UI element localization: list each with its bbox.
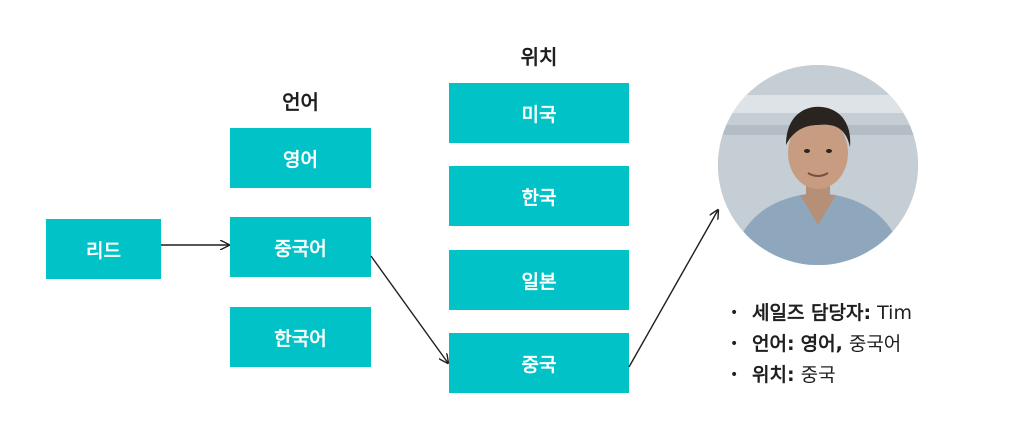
detail-language-value: 중국어 [848, 333, 902, 355]
detail-location-value: 중국 [800, 364, 836, 386]
arrow-china-to-rep [628, 210, 718, 368]
arrow-chinese-to-china [370, 255, 448, 363]
detail-language-value-bold: 영어, [800, 333, 843, 355]
bullet-dot-icon: • [730, 305, 739, 321]
detail-language-label: 언어: [752, 333, 795, 355]
lead-label: 리드 [86, 239, 121, 262]
language-box-korean: 한국어 [230, 307, 371, 367]
detail-location: • 위치: 중국 [730, 360, 912, 391]
location-label: 한국 [521, 186, 557, 209]
language-box-chinese: 중국어 [230, 217, 371, 277]
detail-rep-value: Tim [877, 302, 912, 324]
language-label: 한국어 [274, 327, 327, 350]
lead-box: 리드 [46, 219, 161, 279]
detail-rep-label: 세일즈 담당자: [752, 302, 872, 324]
bullet-dot-icon: • [730, 336, 739, 352]
bullet-dot-icon: • [730, 367, 739, 383]
heading-language: 언어 [282, 90, 319, 114]
location-label: 미국 [521, 103, 557, 126]
language-box-english: 영어 [230, 128, 371, 188]
location-label: 일본 [521, 270, 557, 293]
person-photo-icon [718, 65, 918, 265]
detail-language: • 언어: 영어, 중국어 [730, 329, 912, 360]
location-label: 중국 [521, 353, 557, 376]
detail-rep: • 세일즈 담당자: Tim [730, 298, 912, 329]
location-box-china: 중국 [449, 333, 629, 393]
sales-rep-details: • 세일즈 담당자: Tim • 언어: 영어, 중국어 • 위치: 중국 [730, 298, 912, 391]
sales-rep-photo [718, 65, 918, 265]
heading-location: 위치 [520, 45, 558, 69]
language-label: 중국어 [274, 237, 327, 260]
location-box-usa: 미국 [449, 83, 629, 143]
location-box-korea: 한국 [449, 166, 629, 226]
language-label: 영어 [283, 148, 318, 171]
detail-location-label: 위치: [752, 364, 795, 386]
location-box-japan: 일본 [449, 250, 629, 310]
